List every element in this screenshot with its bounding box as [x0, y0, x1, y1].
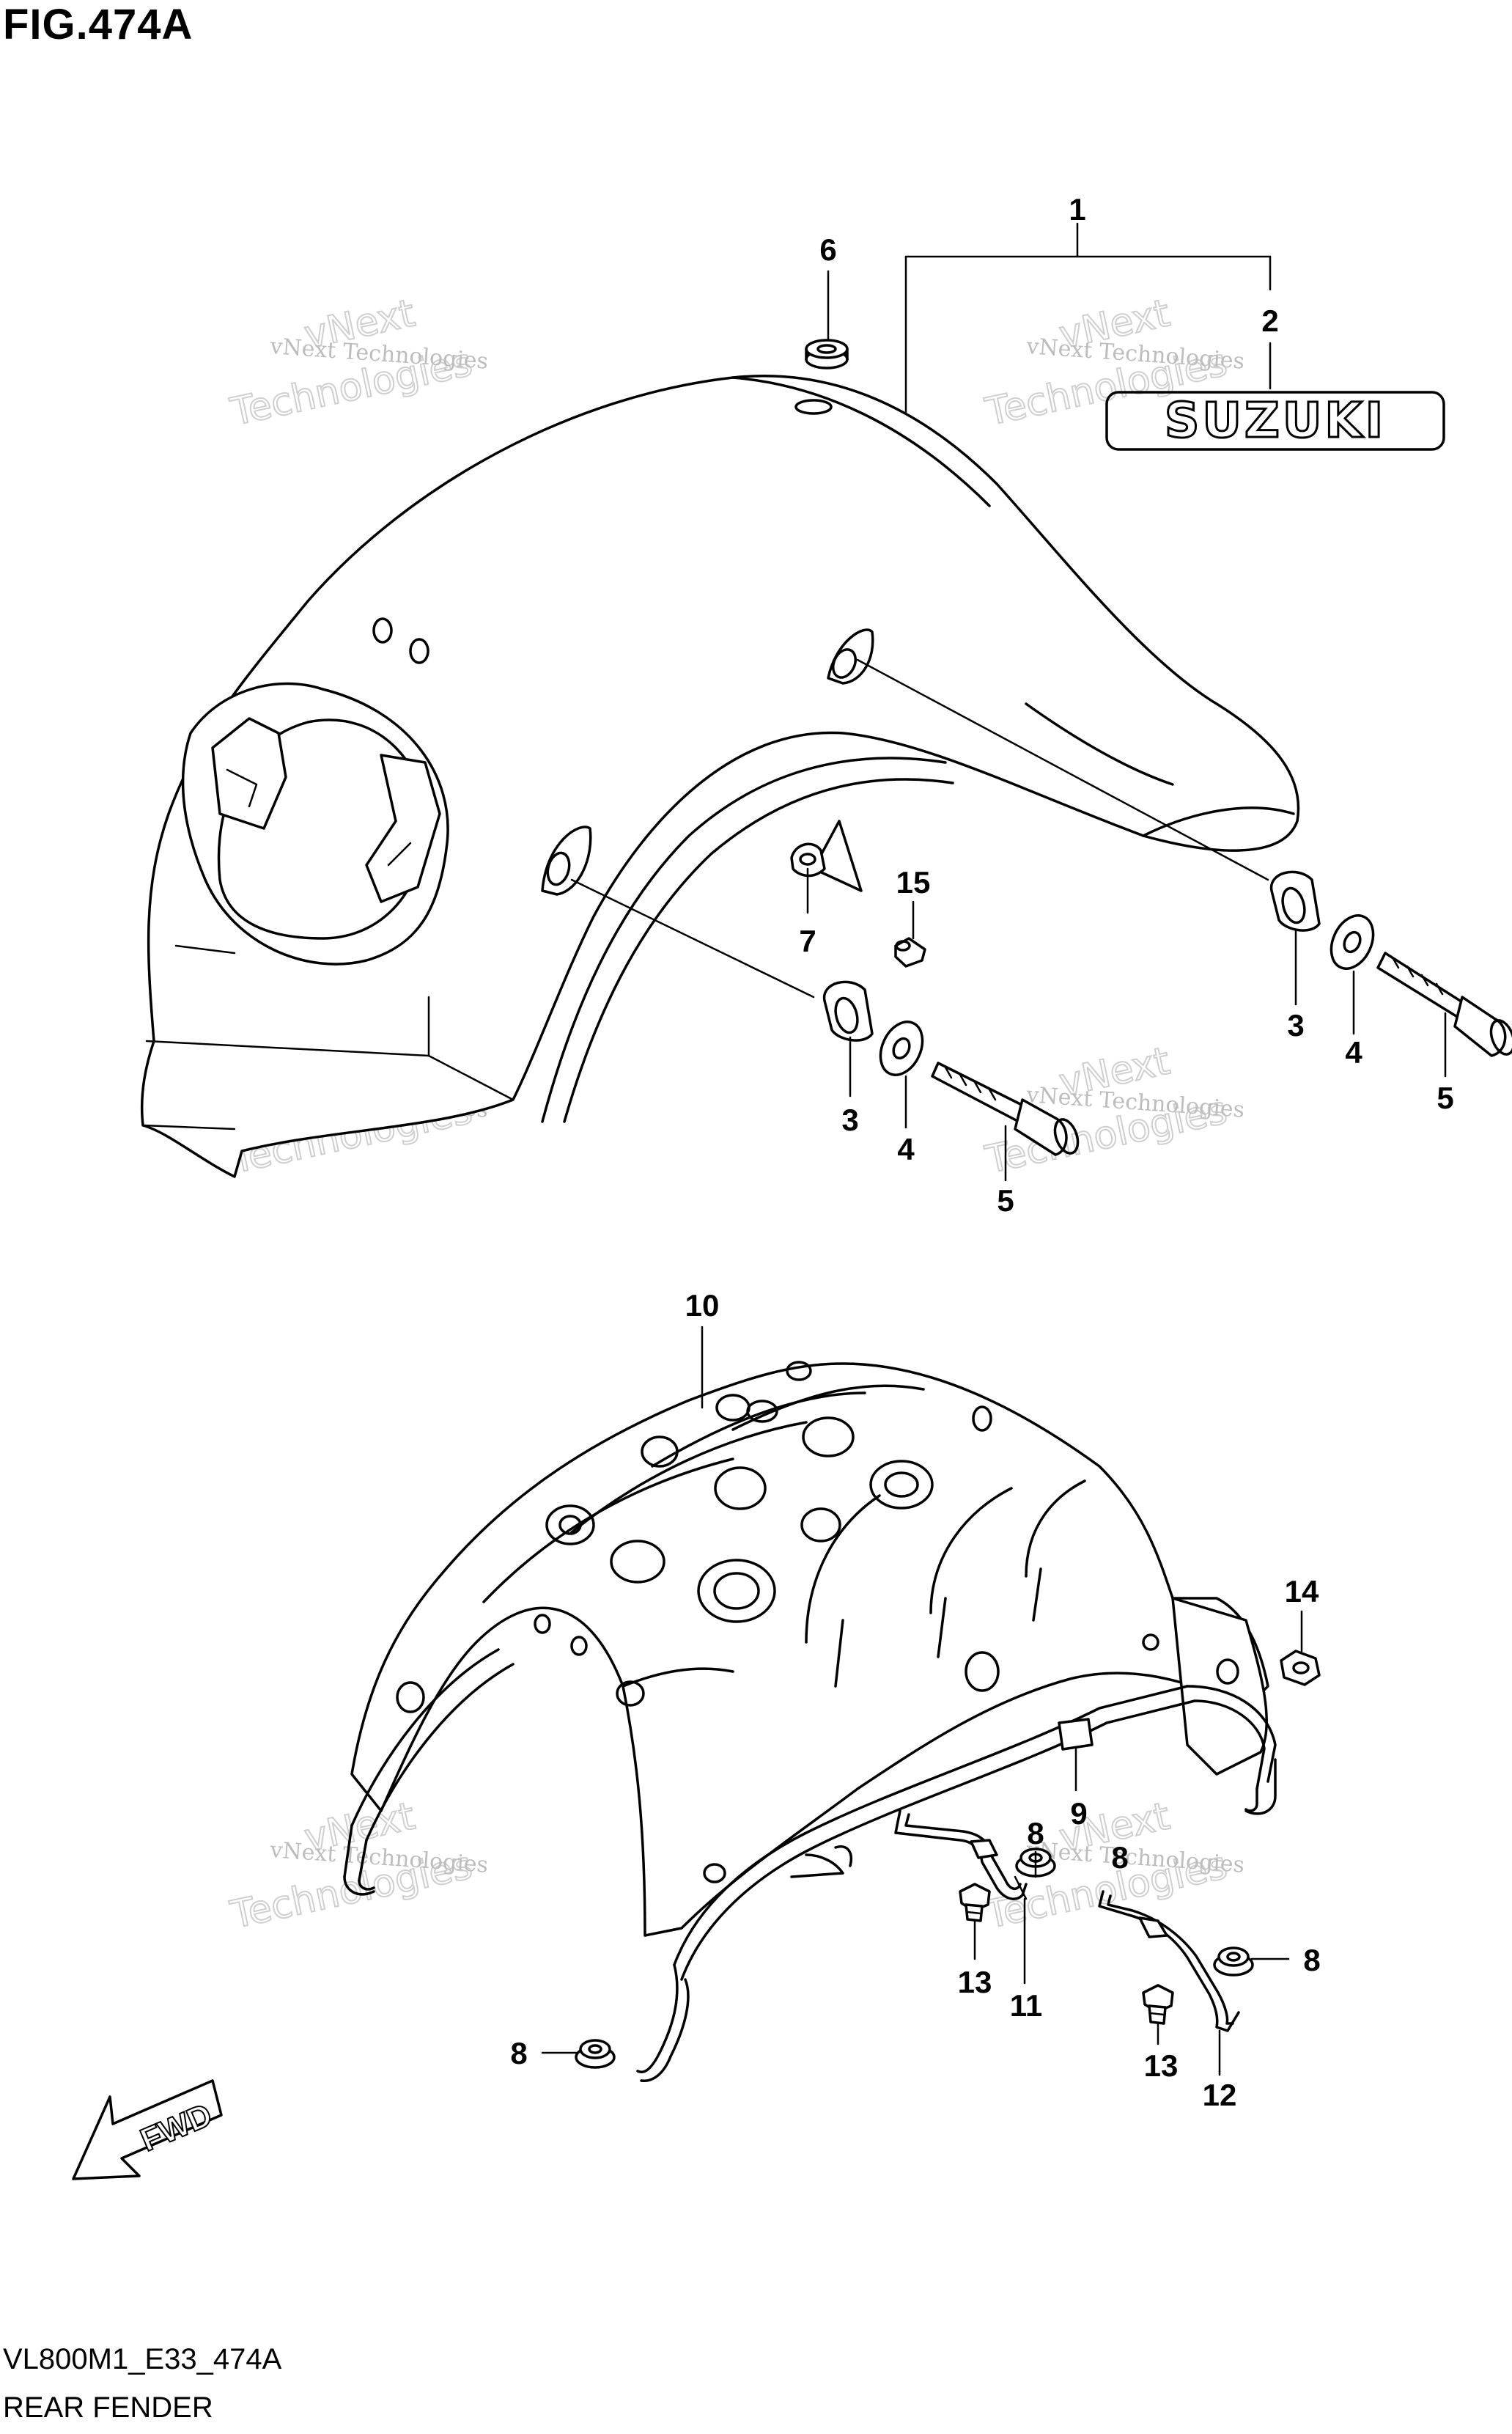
- callout-15: 15: [896, 865, 931, 900]
- diagram-name: REAR FENDER: [3, 2391, 213, 2424]
- bracket-part-12: [1098, 1890, 1240, 2032]
- pad-part-9: [1058, 1718, 1094, 1751]
- watermark-low-left: Technologies vNext vNext Technologies: [226, 1793, 489, 1938]
- callout-4-left: 4: [897, 1132, 915, 1166]
- callout-13-left: 13: [958, 1965, 992, 1999]
- callout-13-right: 13: [1144, 2048, 1179, 2083]
- nut-part-8-right: [1213, 1946, 1254, 1977]
- callout-6: 6: [819, 232, 836, 267]
- left-mount-hardware: [570, 878, 1080, 1156]
- rear-fender-liner-part-10: [343, 1361, 1277, 2082]
- callout-4-right: 4: [1345, 1035, 1362, 1070]
- nut-part-8-left: [575, 2039, 616, 2069]
- callout-3-right: 3: [1287, 1008, 1304, 1043]
- suzuki-badge-text: SUZUKI: [1165, 392, 1386, 449]
- callout-7: 7: [799, 924, 816, 958]
- callout-5-right: 5: [1437, 1081, 1453, 1115]
- watermark-top-left: Technologies vNext vNext Technologies: [226, 290, 489, 435]
- right-mount-hardware: [856, 658, 1512, 1057]
- callout-8-left: 8: [510, 2036, 527, 2070]
- screw-part-13-left: [959, 1883, 991, 1922]
- callout-8-center: 8: [1111, 1840, 1128, 1875]
- leader-lines: [541, 222, 1447, 2076]
- callout-12: 12: [1203, 2078, 1237, 2112]
- callout-11: 11: [1010, 1988, 1042, 2023]
- callout-8-right: 8: [1303, 1943, 1320, 1977]
- bracket-part-11: [894, 1809, 1028, 1900]
- figure-title: FIG.474A: [3, 1, 193, 48]
- callout-1: 1: [1069, 192, 1085, 227]
- callout-2: 2: [1261, 304, 1278, 338]
- grommet-part-6: [805, 339, 849, 369]
- rear-fender-part: [140, 374, 1300, 1178]
- screw-part-13-right: [1142, 1984, 1174, 2025]
- forward-direction-arrow: FWD: [72, 2079, 223, 2180]
- diagram-code: VL800M1_E33_474A: [3, 2343, 282, 2375]
- screw-part-15: [894, 937, 926, 968]
- callout-numbers: 1 2 3 3 4 4 5 5 6 7 8 8 8 8 9 10 11 12 1…: [510, 192, 1453, 2112]
- callout-9: 9: [1070, 1796, 1087, 1831]
- callout-5-left: 5: [997, 1183, 1014, 1218]
- nut-part-14: [1280, 1650, 1321, 1686]
- suzuki-emblem: SUZUKI: [1105, 391, 1445, 451]
- clip-part-7: [790, 842, 826, 878]
- callout-8-top: 8: [1027, 1816, 1044, 1850]
- callout-3-left: 3: [841, 1103, 858, 1137]
- callout-14: 14: [1285, 1574, 1319, 1608]
- callout-10: 10: [685, 1288, 720, 1323]
